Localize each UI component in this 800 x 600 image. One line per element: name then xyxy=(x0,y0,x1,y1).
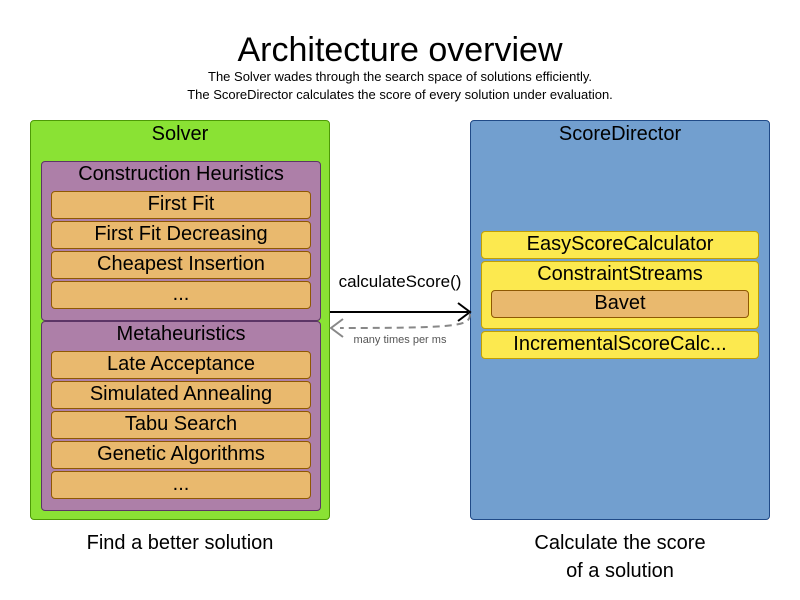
mh-item-genetic-algorithms: Genetic Algorithms xyxy=(51,441,311,469)
mh-item-tabu-search: Tabu Search xyxy=(51,411,311,439)
call-arrow-head xyxy=(457,302,472,322)
score-director-caption-line-1: Calculate the score xyxy=(534,532,706,554)
diagram-title: Architecture overview xyxy=(237,31,563,69)
metaheuristics-title: Metaheuristics xyxy=(116,323,246,345)
mh-item-late-acceptance: Late Acceptance xyxy=(51,351,311,379)
solver-title: Solver xyxy=(151,123,209,145)
solver-caption: Find a better solution xyxy=(86,532,274,554)
subtitle-line-1: The Solver wades through the search spac… xyxy=(208,69,592,84)
constraint-streams-label: ConstraintStreams xyxy=(537,263,703,285)
return-arrow-line xyxy=(339,313,471,329)
score-director-panel: ScoreDirector EasyScoreCalculator Constr… xyxy=(470,120,770,520)
ch-item-first-fit-decreasing: First Fit Decreasing xyxy=(51,221,311,249)
mh-item-simulated-annealing: Simulated Annealing xyxy=(51,381,311,409)
bavet-box: Bavet xyxy=(491,290,749,318)
easy-score-calculator-box: EasyScoreCalculator xyxy=(481,231,759,259)
ch-item-cheapest-insertion: Cheapest Insertion xyxy=(51,251,311,279)
return-arrow-head xyxy=(329,318,344,338)
solver-panel: Solver Construction Heuristics First Fit… xyxy=(30,120,330,520)
construction-heuristics-group: Construction Heuristics First Fit First … xyxy=(41,161,321,321)
score-director-caption-line-2: of a solution xyxy=(566,560,674,582)
frequency-label: many times per ms xyxy=(353,334,447,346)
ch-item-first-fit: First Fit xyxy=(51,191,311,219)
incremental-score-calculator-box: IncrementalScoreCalc... xyxy=(481,331,759,359)
subtitle-line-2: The ScoreDirector calculates the score o… xyxy=(187,87,613,102)
metaheuristics-group: Metaheuristics Late Acceptance Simulated… xyxy=(41,321,321,511)
constraint-streams-box: ConstraintStreams Bavet xyxy=(481,261,759,329)
score-director-title: ScoreDirector xyxy=(558,123,682,145)
calculate-score-label: calculateScore() xyxy=(338,272,462,291)
ch-item-more: ... xyxy=(51,281,311,309)
mh-item-more: ... xyxy=(51,471,311,499)
construction-heuristics-title: Construction Heuristics xyxy=(78,163,284,185)
